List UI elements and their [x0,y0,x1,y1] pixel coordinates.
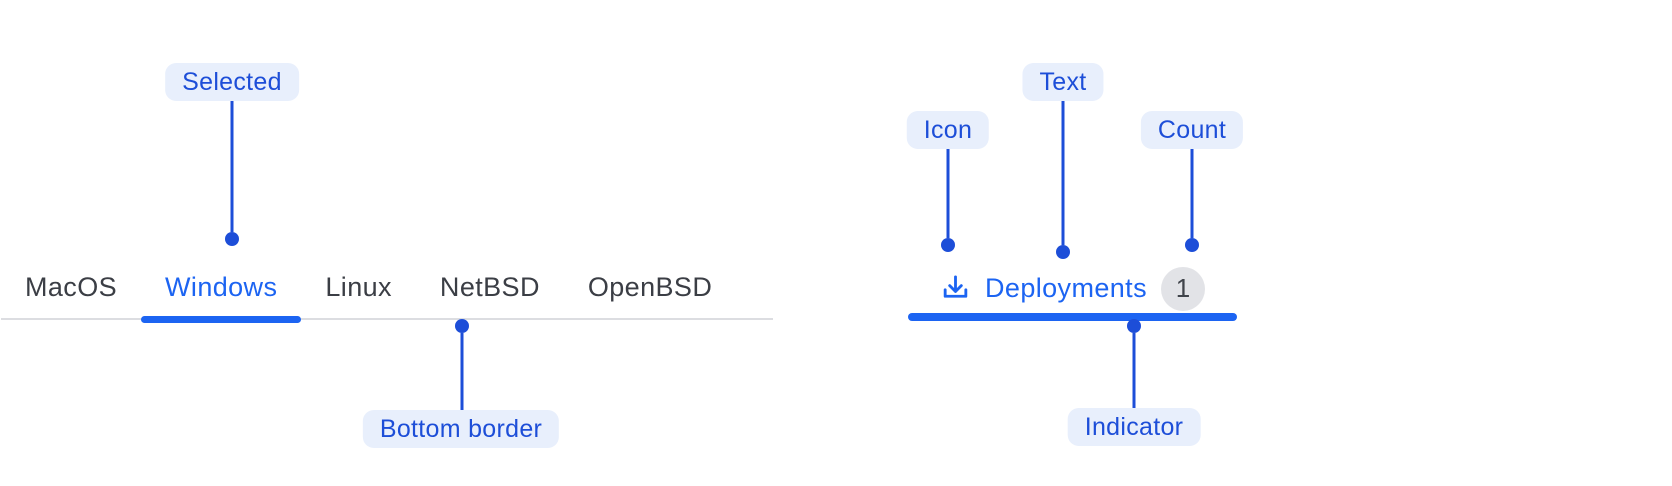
callout-count: Count [1140,111,1244,149]
callout-selected: Selected [165,63,299,101]
tab-deployments-label: Deployments [985,273,1147,303]
tab-bar: MacOS Windows Linux NetBSD OpenBSD [1,257,773,323]
tab-deployments[interactable]: Deployments 1 [908,257,1237,320]
callout-text: Text [1022,63,1104,101]
callout-icon-line [946,149,950,238]
callout-icon-dot [941,238,955,252]
callout-selected-dot [225,232,239,246]
callout-count-dot [1185,238,1199,252]
callout-icon: Icon [906,111,990,149]
callout-selected-line [230,101,234,232]
tab-macos[interactable]: MacOS [1,257,141,318]
tab-netbsd[interactable]: NetBSD [416,257,564,318]
tab-netbsd-label: NetBSD [439,272,540,302]
tab-macos-label: MacOS [25,272,118,302]
callout-count-line [1190,149,1194,238]
tab-windows-label: Windows [165,272,278,302]
selected-tab-indicator [908,313,1237,321]
tab-windows[interactable]: Windows [141,257,302,323]
callout-bottom-border: Bottom border [362,410,560,448]
callout-text-line [1061,101,1065,245]
selected-tab-underline [141,316,302,323]
tab-linux[interactable]: Linux [301,257,416,318]
callout-bottom-border-dot [455,319,469,333]
count-badge: 1 [1160,266,1205,311]
tab-linux-label: Linux [325,272,392,302]
callout-text-dot [1056,245,1070,259]
callout-indicator: Indicator [1067,408,1201,446]
callout-indicator-dot [1127,319,1141,333]
tab-openbsd[interactable]: OpenBSD [564,257,736,318]
download-icon [943,275,968,298]
tab-openbsd-label: OpenBSD [587,272,713,302]
callout-indicator-line [1132,333,1136,408]
callout-bottom-border-line [460,333,464,410]
